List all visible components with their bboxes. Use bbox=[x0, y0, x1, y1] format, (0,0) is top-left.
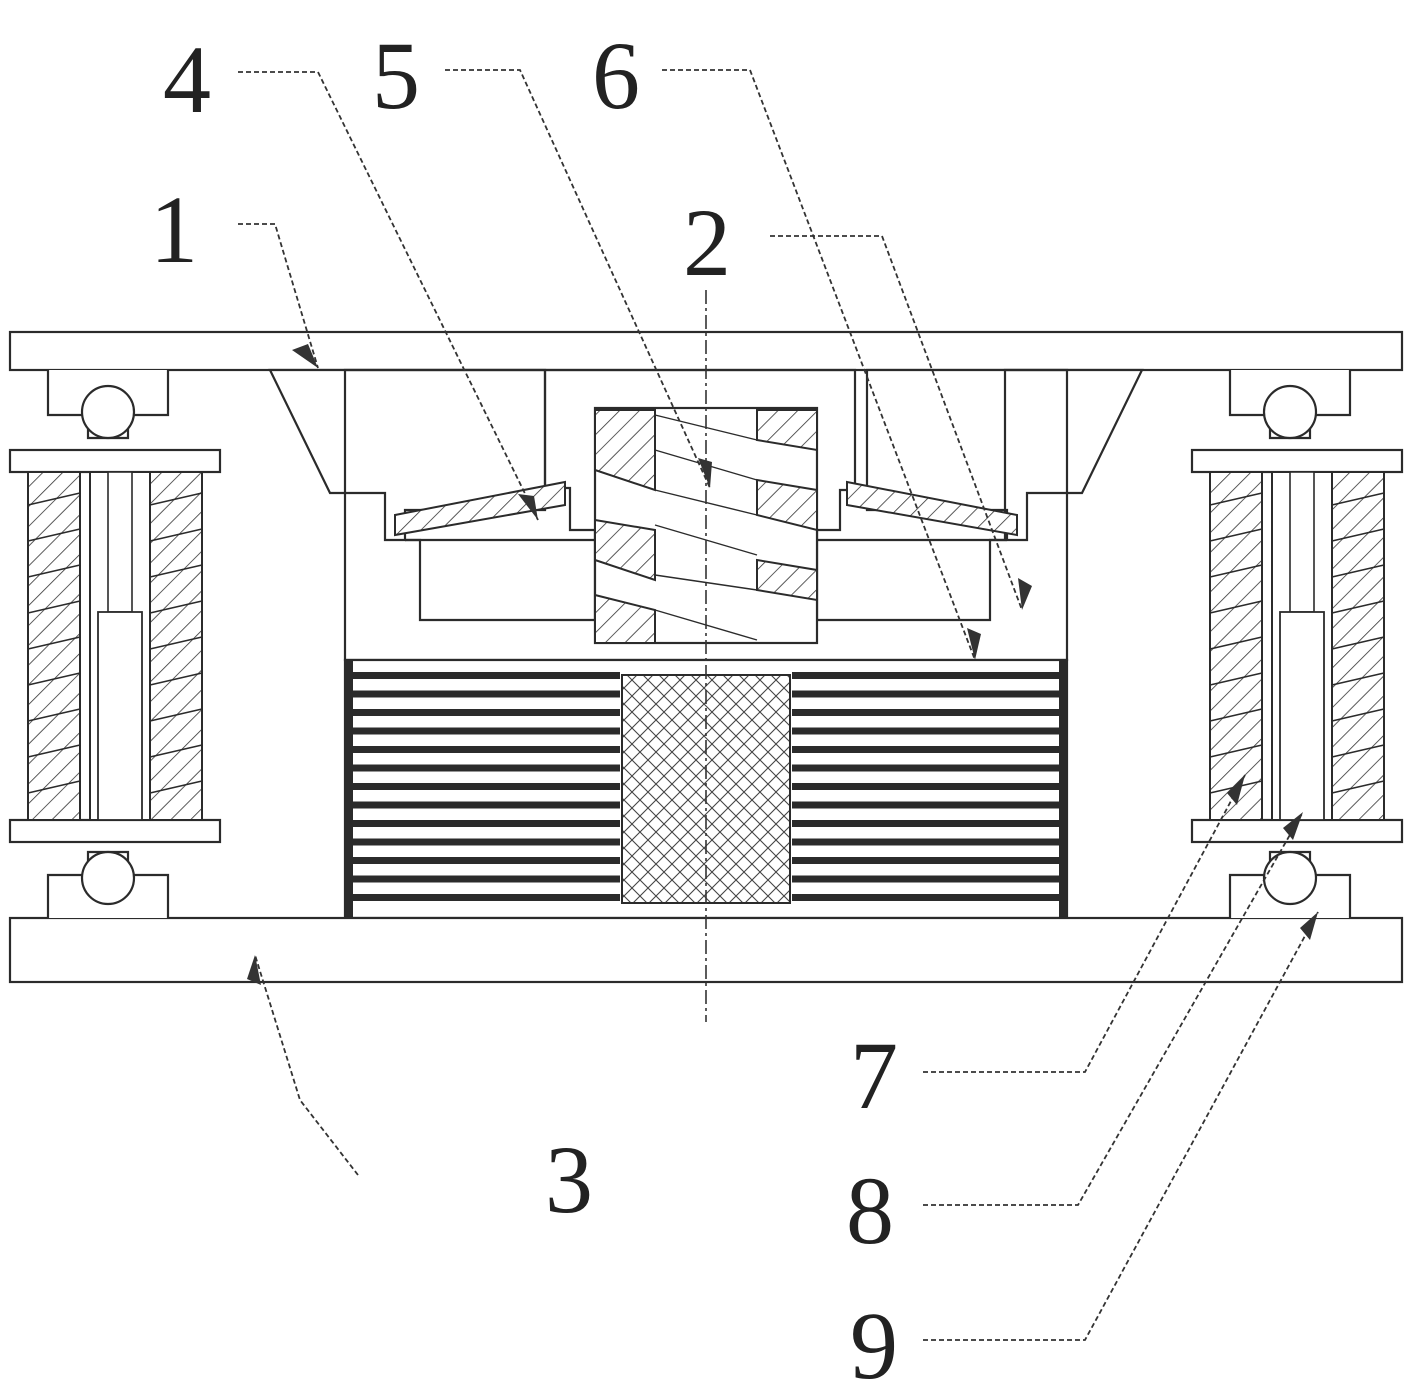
callout-6: 6 bbox=[592, 22, 640, 129]
side-damper-right bbox=[1192, 370, 1402, 918]
callout-8: 8 bbox=[846, 1157, 894, 1264]
callout-5: 5 bbox=[372, 22, 420, 129]
callout-7: 7 bbox=[850, 1022, 898, 1129]
callout-9: 9 bbox=[850, 1292, 898, 1395]
side-damper-left bbox=[10, 370, 220, 918]
callout-3: 3 bbox=[545, 1126, 593, 1233]
callout-1: 1 bbox=[150, 176, 198, 283]
callout-4: 4 bbox=[163, 26, 211, 133]
callout-2: 2 bbox=[683, 189, 731, 296]
